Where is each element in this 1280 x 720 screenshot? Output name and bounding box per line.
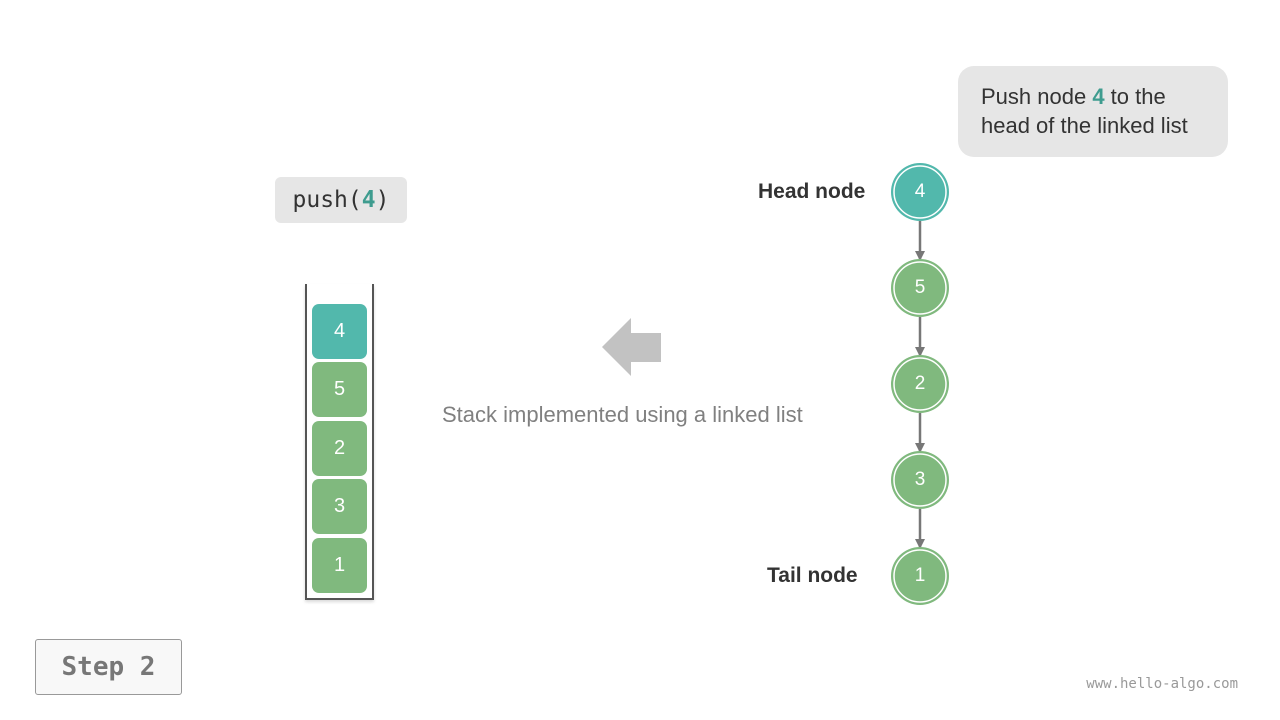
stack-block: 4 [312, 304, 367, 359]
diagram-caption: Stack implemented using a linked list [442, 402, 803, 427]
list-node-inner-ring [893, 165, 947, 219]
list-node-inner-ring [893, 453, 947, 507]
callout-line-2: head of the linked list [981, 113, 1188, 138]
callout-suffix: to the [1104, 84, 1166, 109]
list-node-value: 3 [914, 469, 926, 490]
push-suffix: ) [375, 187, 390, 213]
callout-value: 4 [1092, 84, 1105, 109]
head-node-label: Head node [758, 180, 866, 203]
stack-block: 1 [312, 538, 367, 593]
stack-block: 3 [312, 479, 367, 534]
step-indicator: Step 2 [35, 639, 182, 695]
list-node-value: 5 [914, 277, 926, 298]
push-prefix: push( [292, 187, 362, 213]
watermark: www.hello-algo.com [1086, 676, 1238, 692]
push-operation-label: push(4) [275, 177, 407, 223]
list-node-inner-ring [893, 261, 947, 315]
stack-block: 5 [312, 362, 367, 417]
step-callout: Push node 4 to the head of the linked li… [958, 66, 1228, 157]
left-arrow-icon [602, 318, 661, 376]
callout-prefix: Push node [981, 84, 1093, 109]
list-node-inner-ring [893, 549, 947, 603]
list-node-value: 4 [914, 181, 926, 202]
list-node-value: 2 [914, 373, 926, 394]
list-node-value: 1 [914, 565, 926, 586]
callout-line-1: Push node 4 to the [981, 82, 1218, 111]
push-value: 4 [361, 187, 376, 213]
stack-block: 2 [312, 421, 367, 476]
stack-container [305, 284, 374, 600]
tail-node-label: Tail node [767, 564, 858, 587]
list-node-inner-ring [893, 357, 947, 411]
